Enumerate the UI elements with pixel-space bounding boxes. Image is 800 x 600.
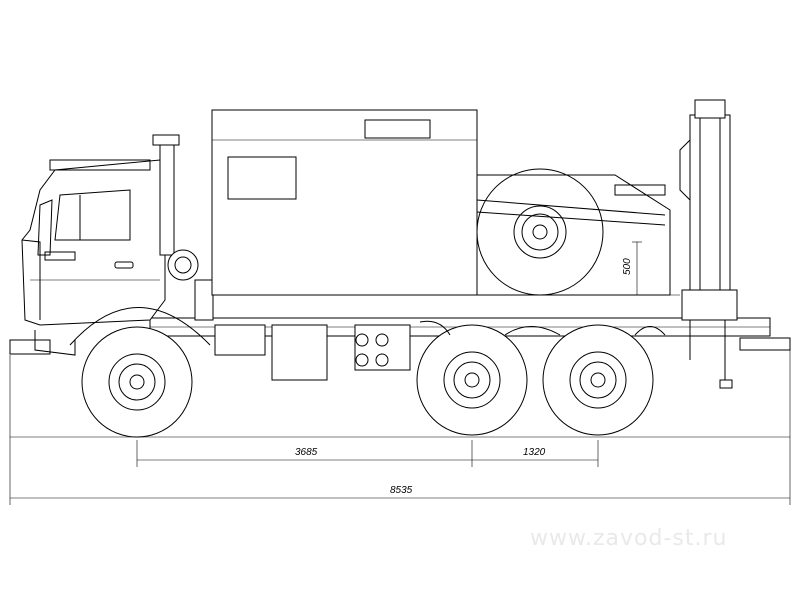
wheelbase-rear-label: 1320 [523,447,546,458]
rear-wheel [542,324,654,436]
dimension-line-8535: 8535 [9,350,791,505]
dimension-line-3685: 3685 [136,440,473,467]
middle-wheel [416,324,528,436]
crane-column [679,99,738,389]
spare-wheel [476,168,604,296]
dimension-line-1320: 1320 [472,440,599,467]
equipment-body [211,109,478,296]
air-intake-pipe [152,134,180,256]
wheel-fenders [69,307,666,346]
box-height-label: 500 [622,258,633,275]
overall-length-label: 8535 [390,485,413,496]
engine-components [167,249,411,381]
front-wheel [81,326,193,438]
watermark-text: www.zavod-st.ru [530,526,727,551]
rear-platform [212,174,680,296]
truck-cab [21,159,166,356]
wheelbase-front-label: 3685 [295,447,318,458]
box-height-dimension: 500 [622,241,642,296]
